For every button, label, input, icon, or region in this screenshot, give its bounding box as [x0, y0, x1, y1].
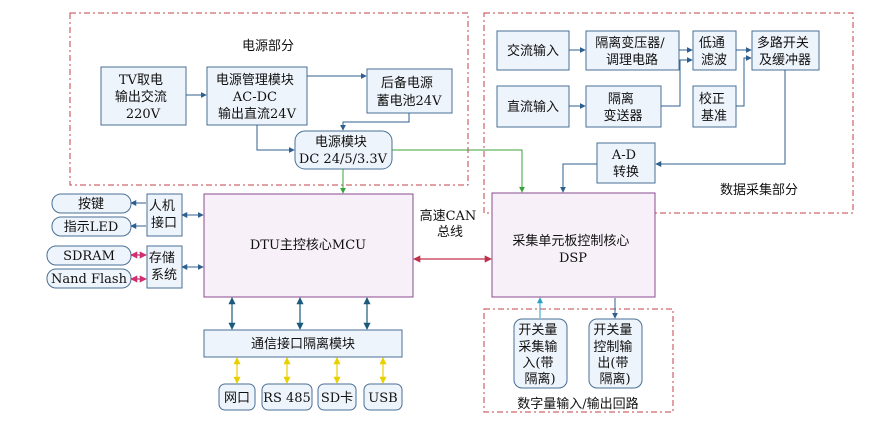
- switch-input-label: 开关量 采集输 入(带 隔离): [518, 323, 561, 387]
- keys-label: 按键: [78, 197, 104, 212]
- dtu-mcu-label: DTU主控核心MCU: [250, 238, 366, 253]
- arrow-mux-to-adc: [655, 70, 786, 167]
- usb-label: USB: [368, 391, 397, 406]
- ethernet-port-block: [218, 383, 256, 411]
- arrow-transmitter-to-lowpass: [661, 57, 693, 107]
- adc-label: A-D 转换: [611, 148, 640, 180]
- backup-power-label: 后备电源 蓄电池24V: [377, 75, 443, 109]
- backup-power-block: [366, 68, 453, 114]
- lowpass-filter-label: 低通 滤波: [699, 36, 729, 68]
- ac-input-label: 交流输入: [507, 43, 559, 59]
- isolation-transformer-label: 隔离变压器/ 调理电路: [595, 35, 669, 68]
- rs485-block: [261, 383, 313, 411]
- tv-power-label: TV取电 输出交流 220V: [115, 73, 171, 122]
- arrow-mgmt-to-module: [256, 125, 295, 153]
- ac-input-block: [496, 30, 570, 71]
- isolation-transmitter-label: 隔离 变送器: [603, 91, 642, 124]
- power-management-label: 电源管理模块 AC-DC 输出直流24V: [216, 73, 298, 122]
- ethernet-port-label: 网口: [224, 391, 250, 406]
- storage-block: [146, 245, 183, 289]
- nand-flash-label: Nand Flash: [51, 272, 128, 287]
- sd-card-block: [317, 383, 357, 411]
- calibration-reference-label: 校正 基准: [699, 91, 729, 124]
- dsp-block: [491, 192, 656, 298]
- multiplexer-label: 多路开关 及缓冲器: [757, 35, 813, 68]
- tv-power-block: [100, 66, 187, 126]
- usb-block: [363, 383, 403, 411]
- lowpass-filter-block: [692, 30, 737, 71]
- comm-isolation-label: 通信接口隔离模块: [251, 336, 355, 352]
- dc-input-label: 直流输入: [507, 99, 559, 115]
- power-region-frame: [69, 12, 469, 186]
- rs485-label: RS 485: [263, 391, 311, 406]
- sd-card-label: SD卡: [321, 391, 353, 406]
- sdram-label: SDRAM: [63, 249, 115, 264]
- comm-isolation-block: [203, 329, 403, 358]
- switch-output-block: [588, 318, 643, 389]
- adc-block: [596, 142, 656, 184]
- hmi-label: 人机 接口: [149, 199, 179, 231]
- power-management-block: [206, 66, 308, 126]
- digital-io-region-frame: [483, 308, 674, 413]
- indicator-led-label: 指示LED: [64, 220, 119, 235]
- isolation-transmitter-block: [585, 85, 662, 128]
- calibration-reference-block: [692, 85, 737, 128]
- power-region-label: 电源部分: [242, 39, 294, 54]
- storage-label: 存储 系统: [149, 251, 179, 283]
- arrow-calibration-to-mux: [736, 55, 752, 107]
- switch-input-block: [513, 318, 568, 389]
- dsp-label: 采集单元板控制核心 DSP: [512, 233, 633, 266]
- power-module-label: 电源模块 DC 24/5/3.3V: [299, 135, 388, 167]
- arrow-adc-to-dsp: [560, 163, 597, 193]
- switch-output-label: 开关量 控制输 出(带 隔离): [593, 323, 636, 387]
- can-bus-label: 高速CAN 总线: [420, 208, 481, 240]
- acquisition-region-frame: [483, 12, 854, 214]
- digital-io-region-label: 数字量输入/输出回路: [517, 396, 638, 412]
- arrow-module-to-dsp: [392, 149, 525, 193]
- hmi-block: [146, 193, 183, 237]
- multiplexer-block: [751, 30, 820, 71]
- arrow-backup-to-module: [340, 113, 410, 131]
- acquisition-region-label: 数据采集部分: [720, 182, 798, 198]
- dtu-mcu-block: [203, 193, 414, 298]
